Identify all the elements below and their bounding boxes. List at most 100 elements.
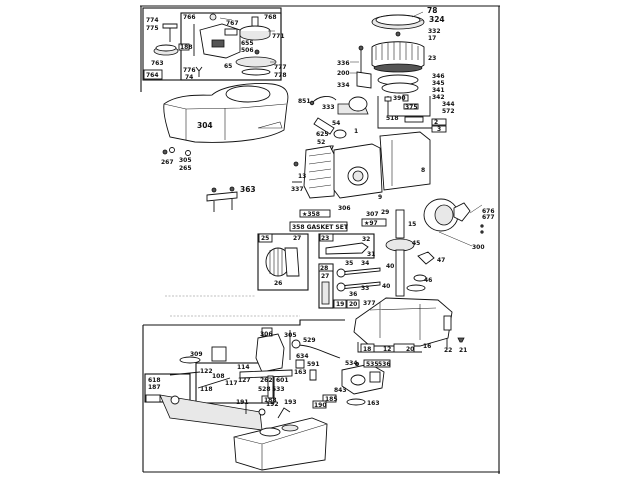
callout-506: 506 bbox=[241, 47, 254, 54]
callout-336: 336 bbox=[337, 60, 350, 67]
callout-47: 47 bbox=[437, 257, 445, 264]
governor-gear bbox=[417, 251, 435, 265]
callout-45: 45 bbox=[412, 240, 420, 247]
gasket-box-label: ★358 bbox=[302, 211, 320, 218]
callout-33: 33 bbox=[361, 285, 369, 292]
head-fins bbox=[308, 152, 332, 189]
cylinder-block: 13 337 306 307 29 8 9 7 ★358 358 GASKET … bbox=[289, 131, 431, 232]
callout-363: 363 bbox=[240, 185, 256, 194]
carb-gasket bbox=[179, 356, 201, 364]
shroud-vent bbox=[257, 121, 283, 129]
breaker-inset-frame bbox=[387, 96, 431, 117]
callout-307: 307 bbox=[366, 211, 379, 218]
armature-coil bbox=[348, 96, 368, 112]
piston-inset-frame bbox=[257, 233, 309, 291]
condenser bbox=[402, 94, 409, 102]
flywheel-fin-lines bbox=[375, 42, 419, 60]
gasket-box-97 bbox=[361, 218, 387, 227]
sump-ribs bbox=[369, 302, 437, 340]
callout-775: 775 bbox=[146, 25, 159, 32]
armature-base bbox=[381, 82, 419, 94]
callout-342: 342 bbox=[432, 94, 445, 101]
box-535-536 bbox=[363, 359, 391, 368]
callout-65: 65 bbox=[224, 63, 232, 70]
cylinder-head bbox=[303, 145, 337, 199]
callout-529: 529 bbox=[303, 337, 316, 344]
callout-766: 766 bbox=[183, 14, 196, 21]
carb-part-1 bbox=[295, 359, 305, 369]
callout-262: 262 bbox=[260, 377, 273, 384]
air-cleaner-screw bbox=[354, 361, 359, 366]
callout-536: 536 bbox=[378, 361, 391, 368]
callout-15: 15 bbox=[408, 221, 416, 228]
callout-13: 13 bbox=[298, 173, 306, 180]
governor-crank bbox=[333, 129, 347, 139]
starter-pulley-top bbox=[155, 44, 177, 52]
callout-634: 634 bbox=[296, 353, 309, 360]
head-bolt bbox=[293, 161, 299, 167]
flywheel-rim bbox=[373, 63, 423, 73]
callout-188b: 188 bbox=[264, 397, 277, 404]
spark-plug-cap bbox=[309, 100, 315, 106]
fuel-pipe bbox=[277, 407, 291, 419]
bracket-plate bbox=[206, 191, 238, 202]
callout-52: 52 bbox=[317, 139, 325, 146]
carb-pipe bbox=[267, 375, 274, 399]
callout-334: 334 bbox=[337, 82, 350, 89]
callout-193: 193 bbox=[284, 399, 297, 406]
box-763 bbox=[224, 28, 238, 36]
base-plate-hole bbox=[170, 395, 180, 405]
box-188 bbox=[178, 43, 190, 51]
callout-618: 618 bbox=[148, 377, 161, 384]
crankshaft-group: 15 45 47 46 300 676 677 bbox=[385, 198, 495, 297]
callout-306b: 306 bbox=[260, 331, 273, 338]
blower-housing: 304 267 305 265 bbox=[161, 83, 289, 172]
callout-777: 777 bbox=[274, 64, 287, 71]
callout-591: 591 bbox=[307, 361, 320, 368]
air-cleaner-filter bbox=[350, 374, 366, 386]
box-185 bbox=[145, 394, 161, 403]
choke-shaft bbox=[169, 371, 201, 376]
callout-34: 34 bbox=[361, 260, 369, 267]
crankshaft-end bbox=[395, 209, 405, 239]
callout-188: 188 bbox=[180, 44, 193, 51]
box-20a bbox=[346, 299, 360, 309]
callout-337: 337 bbox=[291, 186, 304, 193]
gasket-box-97-label: ★97 bbox=[364, 220, 378, 227]
callout-190: 190 bbox=[314, 402, 327, 409]
air-cleaner-gasket bbox=[346, 398, 366, 406]
tank-edges bbox=[233, 423, 328, 470]
crankshaft bbox=[395, 249, 405, 297]
ignition-group: 346 345 341 342 851 333 390 375 344 572 … bbox=[298, 73, 455, 146]
callout-78: 78 bbox=[427, 6, 437, 15]
callout-267: 267 bbox=[161, 159, 174, 166]
bracket-screw-2 bbox=[229, 186, 235, 192]
crankcase-side bbox=[379, 131, 431, 191]
callout-776: 776 bbox=[183, 67, 196, 74]
valve-head-1 bbox=[336, 268, 346, 278]
callout-518: 518 bbox=[386, 115, 399, 122]
starter-plate bbox=[235, 56, 277, 68]
callout-324: 324 bbox=[429, 15, 445, 24]
valve-port bbox=[352, 170, 364, 182]
box-190 bbox=[312, 400, 327, 409]
box-375 bbox=[403, 103, 419, 110]
callout-23: 23 bbox=[428, 55, 436, 62]
callout-9: 9 bbox=[378, 194, 382, 201]
callout-22: 22 bbox=[444, 347, 452, 354]
callout-265: 265 bbox=[179, 165, 192, 172]
rewind-cup-nut bbox=[251, 16, 259, 27]
recoil-starter-inset: 774 775 766 767 768 771 763 764 655 506 … bbox=[142, 7, 287, 81]
callout-764: 764 bbox=[146, 72, 159, 79]
ignition-bolt-head bbox=[358, 45, 364, 51]
callout-17: 17 bbox=[428, 35, 436, 42]
bracket-screw-1 bbox=[211, 187, 217, 193]
callout-21: 21 bbox=[459, 347, 467, 354]
callout-108: 108 bbox=[212, 373, 225, 380]
mount-bracket: 363 bbox=[206, 185, 256, 212]
callout-390: 390 bbox=[393, 95, 406, 102]
shroud-grommet bbox=[185, 150, 191, 156]
shroud-screw bbox=[162, 149, 168, 155]
gasket-box-358 bbox=[299, 209, 331, 218]
air-cleaner-cover bbox=[369, 371, 381, 383]
